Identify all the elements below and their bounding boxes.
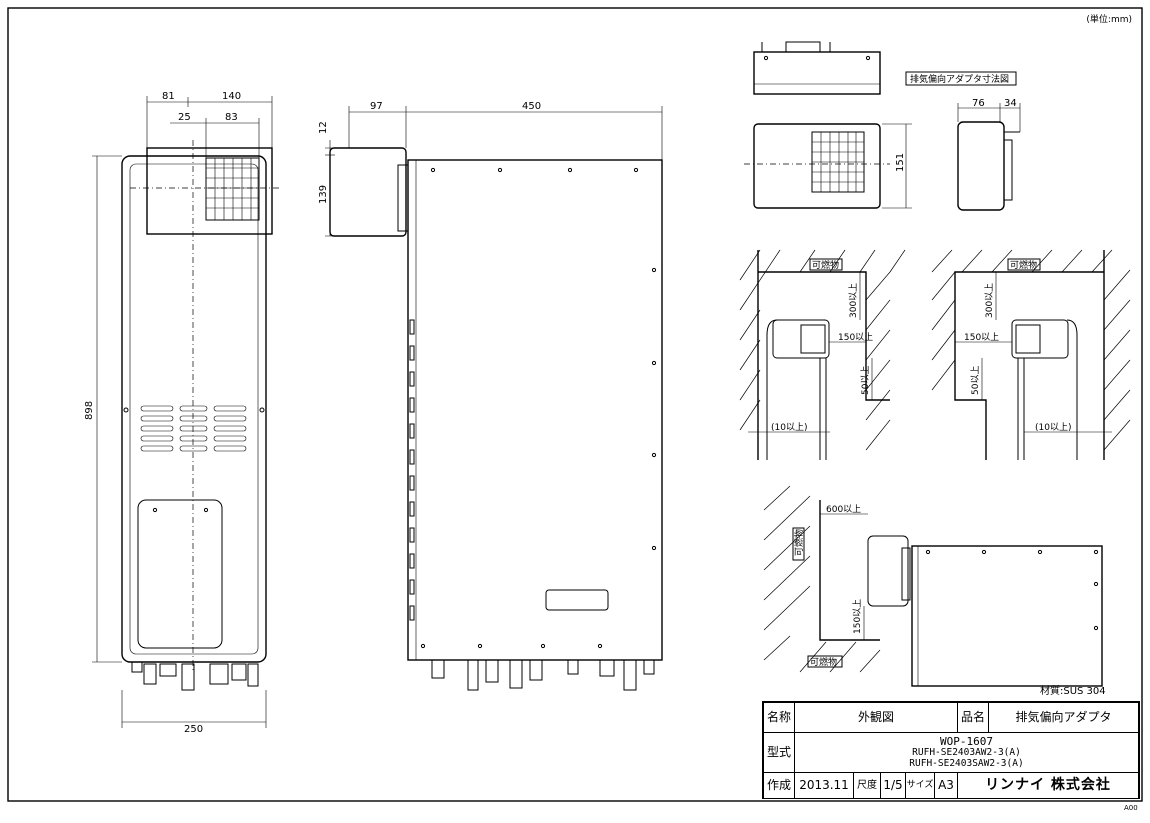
- install-right-dim-150: 150以上: [964, 332, 999, 343]
- front-body-inner: [129, 163, 259, 655]
- install-right-dim-300: 300以上: [984, 283, 995, 318]
- side-adapter-bracket: [397, 164, 409, 232]
- install-right-dim-10: (10以上): [1035, 422, 1071, 433]
- side-screws: [420, 167, 657, 649]
- side-pipes: [431, 659, 655, 691]
- install-left: 可燃物 300以上 150以上 50以上 (10以上): [739, 249, 906, 460]
- install-bottom: 600以上 150以上 可燃物 可燃物: [763, 485, 1103, 687]
- front-dim-83: 83: [225, 112, 238, 123]
- install-right-combustible: 可燃物: [1010, 259, 1037, 271]
- front-screw: [152, 507, 158, 513]
- front-dim-140: 140: [222, 91, 241, 102]
- front-screw: [203, 507, 209, 513]
- install-bottom-combustible-bottom: 可燃物: [810, 656, 837, 668]
- install-right: 可燃物 300以上 150以上 50以上 (10以上): [931, 249, 1131, 460]
- front-dim-25: 25: [178, 112, 191, 123]
- side-dim-139: 139: [318, 185, 329, 204]
- front-dim-898: 898: [84, 401, 95, 420]
- install-left-dim-50: 50以上: [860, 366, 871, 395]
- adapter-detail: 151 排気偏向アダプタ寸法図 76 34: [744, 41, 1021, 211]
- item-label: 品名: [957, 702, 989, 733]
- front-vents: [140, 405, 247, 452]
- side-slots: [409, 319, 415, 621]
- front-dim-81: 81: [162, 91, 175, 102]
- sheet-border: [7, 7, 1143, 802]
- adapter-top-view: [753, 51, 881, 95]
- side-adapter: [329, 147, 407, 237]
- adapter-side-view: [957, 121, 1005, 211]
- scale-value: 1/5: [880, 772, 906, 799]
- front-adapter: [146, 147, 273, 235]
- front-screw: [259, 407, 265, 413]
- install-bottom-body: [911, 545, 1103, 687]
- side-dim-12: 12: [318, 121, 329, 134]
- install-left-dim-150: 150以上: [838, 332, 873, 343]
- front-screw: [123, 407, 129, 413]
- side-dim-97: 97: [370, 101, 383, 112]
- model-label: 型式: [763, 732, 795, 773]
- sheet-code: A00: [1124, 804, 1138, 812]
- adapter-dim-76: 76: [972, 98, 985, 109]
- install-bottom-dim-600: 600以上: [826, 504, 861, 515]
- name-value: 外観図: [794, 702, 958, 733]
- front-service-panel: [137, 499, 223, 649]
- side-view: 97 450 12 139: [318, 101, 663, 691]
- size-value: A3: [934, 772, 958, 799]
- size-label: サイズ: [905, 772, 935, 799]
- title-block: 名称 外観図 品名 排気偏向アダプタ 型式 WOP-1607 RUFH-SE24…: [762, 701, 1140, 799]
- adapter-dim-34: 34: [1004, 98, 1017, 109]
- front-view: 81 140 25 83 898 250: [84, 91, 280, 735]
- install-bottom-combustible-side: 可燃物: [793, 529, 805, 556]
- scale-label: 尺度: [853, 772, 881, 799]
- company-name: リンナイ 株式会社: [957, 772, 1139, 799]
- install-left-combustible: 可燃物: [812, 259, 839, 271]
- adapter-label-box: [905, 71, 1017, 86]
- adapter-label: 排気偏向アダプタ寸法図: [910, 73, 1009, 85]
- material-note: 材質:SUS 304: [1040, 686, 1106, 697]
- model-block: WOP-1607 RUFH-SE2403AW2-3(A) RUFH-SE2403…: [794, 732, 1139, 773]
- install-left-dim-300: 300以上: [848, 283, 859, 318]
- install-bottom-dim-150: 150以上: [852, 599, 863, 634]
- side-body-outline: [407, 159, 663, 661]
- created-label: 作成: [763, 772, 795, 799]
- install-right-dim-50: 50以上: [970, 366, 981, 395]
- name-label: 名称: [763, 702, 795, 733]
- unit-note: (単位:mm): [1086, 15, 1132, 25]
- front-pipes: [131, 661, 259, 691]
- adapter-front-view: [753, 123, 881, 209]
- model-code: WOP-1607: [940, 735, 993, 749]
- adapter-dim-151: 151: [895, 153, 906, 172]
- created-value: 2013.11: [794, 772, 854, 799]
- front-dim-250: 250: [184, 724, 203, 735]
- front-body-outline: [121, 155, 267, 663]
- side-dimensions: [325, 106, 663, 237]
- front-adapter-grille: [205, 157, 260, 221]
- front-dimensions: [92, 96, 273, 728]
- item-value: 排気偏向アダプタ: [988, 702, 1139, 733]
- model-line-1: RUFH-SE2403AW2-3(A): [912, 747, 1021, 759]
- install-left-dim-10: (10以上): [771, 422, 807, 433]
- model-line-2: RUFH-SE2403SAW2-3(A): [909, 757, 1024, 769]
- side-dim-450: 450: [522, 101, 541, 112]
- side-label-plate: [545, 589, 609, 611]
